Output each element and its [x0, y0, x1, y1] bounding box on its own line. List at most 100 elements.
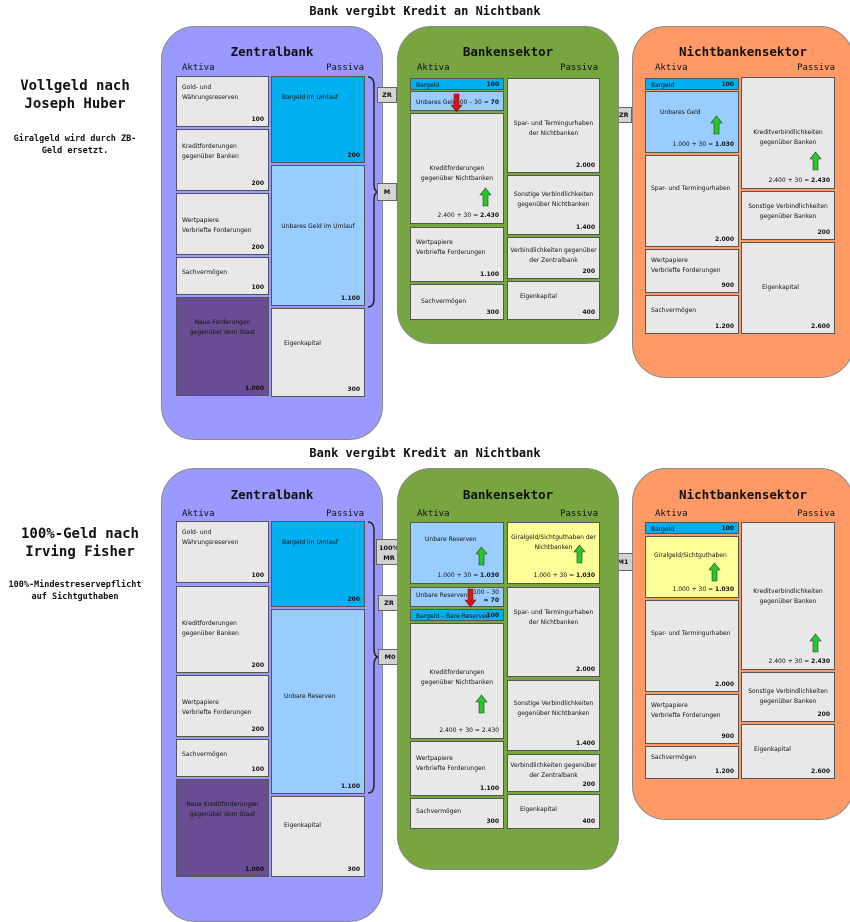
value: 1.400	[576, 740, 595, 747]
label: Sonstige Verbindlichkeiten gegenüber Ban…	[748, 203, 828, 220]
label: Kreditforderungen gegenüber Banken	[182, 143, 239, 160]
label: Sonstige Verbindlichkeiten gegenüber Nic…	[513, 191, 594, 208]
value: 1.100	[341, 783, 360, 790]
calc: 2.400 + 30 = 2.430	[439, 727, 499, 734]
result: 70	[490, 99, 499, 106]
value: 1.100	[341, 295, 360, 302]
calc: 100 – 30	[473, 589, 499, 596]
top-title: Bank vergibt Kredit an Nichtbank	[309, 4, 541, 18]
value: 2.000	[715, 236, 734, 243]
top-zb-kredit: Kreditforderungen gegenüber Banken 200	[176, 129, 269, 191]
top-zb-aktiva: Aktiva	[182, 63, 215, 73]
up-arrow-icon	[479, 187, 492, 207]
bottom-bank-sonstige: Sonstige Verbindlichkeiten gegenüber Nic…	[507, 680, 600, 751]
label2: Verbriefte Forderungen	[182, 226, 252, 234]
label2: Verbriefte Forderungen	[651, 711, 721, 719]
top-nb-eigenkapital: Eigenkapital 2.600	[741, 242, 835, 334]
up-arrow-icon	[809, 633, 822, 653]
up-arrow-icon	[475, 546, 488, 566]
bottom-bank-sach: Sachvermögen 300	[410, 798, 504, 829]
value: 1.200	[715, 768, 734, 775]
bottom-bank-aktiva: Aktiva	[417, 509, 450, 519]
value: 400	[582, 818, 595, 825]
value: 1.000	[245, 866, 264, 873]
bottom-bank-bargeld: Bargeld – Bare Reserven 100	[410, 609, 504, 621]
value: 200	[347, 596, 360, 603]
value: 2.600	[811, 323, 830, 330]
label: Spar- und Termingurhaben	[651, 185, 731, 192]
value: 100	[251, 572, 264, 579]
label: Wertpapiere	[182, 217, 219, 224]
label: Wertpapiere	[182, 699, 219, 706]
value: 100	[721, 81, 734, 88]
bottom-title: Bank vergibt Kredit an Nichtbank	[309, 446, 541, 460]
top-bank-sonstige: Sonstige Verbindlichkeiten gegenüber Nic…	[507, 175, 600, 235]
result: 2.430	[811, 658, 830, 665]
value: 200	[582, 268, 595, 275]
bottom-side-subtitle: 100%-Mindestreservepflicht auf Sichtguth…	[8, 580, 142, 602]
bottom-nb-aktiva: Aktiva	[655, 509, 688, 519]
bottom-nb-sach: Sachvermögen 1.200	[645, 746, 739, 779]
top-bank-kredit: Kreditforderungen gegenüber Nichtbanken …	[410, 113, 504, 224]
top-bank-bargeld: Bargeld 100	[410, 78, 504, 90]
bottom-bank-title: Bankensektor	[462, 487, 554, 502]
value: 1.400	[576, 224, 595, 231]
value: 100	[251, 116, 264, 123]
value: 400	[582, 309, 595, 316]
label: Wertpapiere	[651, 702, 688, 709]
label: Spar- und Termingurhaben der Nichtbanken	[513, 609, 594, 626]
label: Sachvermögen	[182, 269, 228, 276]
value: 200	[582, 781, 595, 788]
label: Wertpapiere	[416, 755, 453, 762]
up-arrow-icon	[573, 544, 586, 564]
label: Unbares Geld	[416, 99, 457, 106]
label: Eigenkapital	[762, 284, 799, 291]
label: Kreditforderungen gegenüber Banken	[182, 620, 239, 637]
label: Wertpapiere	[416, 239, 453, 246]
label2: Verbriefte Forderungen	[416, 248, 486, 256]
top-zb-eigenkapital: Eigenkapital 300	[271, 308, 365, 397]
label: Eigenkapital	[520, 806, 557, 813]
calc: 1.000 + 30 =	[437, 572, 481, 579]
value: 2.000	[576, 666, 595, 673]
label: Verbindlichkeiten gegenüber der Zentralb…	[510, 247, 597, 264]
top-zb-passiva: Passiva	[326, 63, 364, 73]
label: Wertpapiere	[651, 257, 688, 264]
label: Kreditverbindlichkeiten gegenüber Banken	[753, 129, 823, 146]
top-nb-aktiva: Aktiva	[655, 63, 688, 73]
bottom-bank-eigenkapital: Eigenkapital 400	[507, 794, 600, 829]
value: 2.600	[811, 768, 830, 775]
label: Sachvermögen	[651, 307, 697, 314]
tag-zr: ZR	[377, 87, 397, 103]
label: Unbare Reserven	[416, 592, 468, 599]
bottom-nb-bargeld: Bargeld 100	[645, 522, 739, 534]
label: Eigenkapital	[754, 746, 791, 753]
result: 2.430	[811, 177, 830, 184]
label: Eigenkapital	[284, 340, 321, 347]
value: 900	[721, 282, 734, 289]
bottom-zb-kredit: Kreditforderungen gegenüber Banken 200	[176, 586, 269, 673]
value: 1.200	[715, 323, 734, 330]
label: Sonstige Verbindlichkeiten gegenüber Ban…	[748, 688, 828, 705]
top-bank-zb: Verbindlichkeiten gegenüber der Zentralb…	[507, 237, 600, 279]
value: 1.100	[480, 785, 499, 792]
label: Sonstige Verbindlichkeiten gegenüber Nic…	[513, 700, 594, 717]
label: Kreditverbindlichkeiten gegenüber Banken	[753, 588, 823, 605]
value: 900	[721, 733, 734, 740]
bottom-zb-sach: Sachvermögen 100	[176, 739, 269, 777]
value: 100	[721, 525, 734, 532]
top-nb-kreditverb: Kreditverbindlichkeiten gegenüber Banken…	[741, 77, 835, 189]
top-bank-aktiva: Aktiva	[417, 63, 450, 73]
bottom-nb-eigenkapital: Eigenkapital 2.600	[741, 724, 835, 779]
value: 2.000	[715, 681, 734, 688]
label: Kreditforderungen gegenüber Nichtbanken	[420, 165, 494, 182]
value: 100	[251, 766, 264, 773]
value: 1.000	[245, 385, 264, 392]
label: Unbares Geld	[660, 109, 701, 116]
result: 1.030	[576, 572, 595, 579]
bottom-zb-unbar: Unbare Reserven 1.100	[271, 609, 365, 794]
bottom-bank-giralgeld: Giralgeld/Sichtguthaben der Nichtbanken …	[507, 522, 600, 584]
label: Neue Forderungen gegenüber dem Staat	[189, 319, 256, 336]
label2: Verbriefte Forderungen	[182, 708, 252, 716]
bottom-zb-gold: Gold- und Währungsreserven 100	[176, 521, 269, 583]
